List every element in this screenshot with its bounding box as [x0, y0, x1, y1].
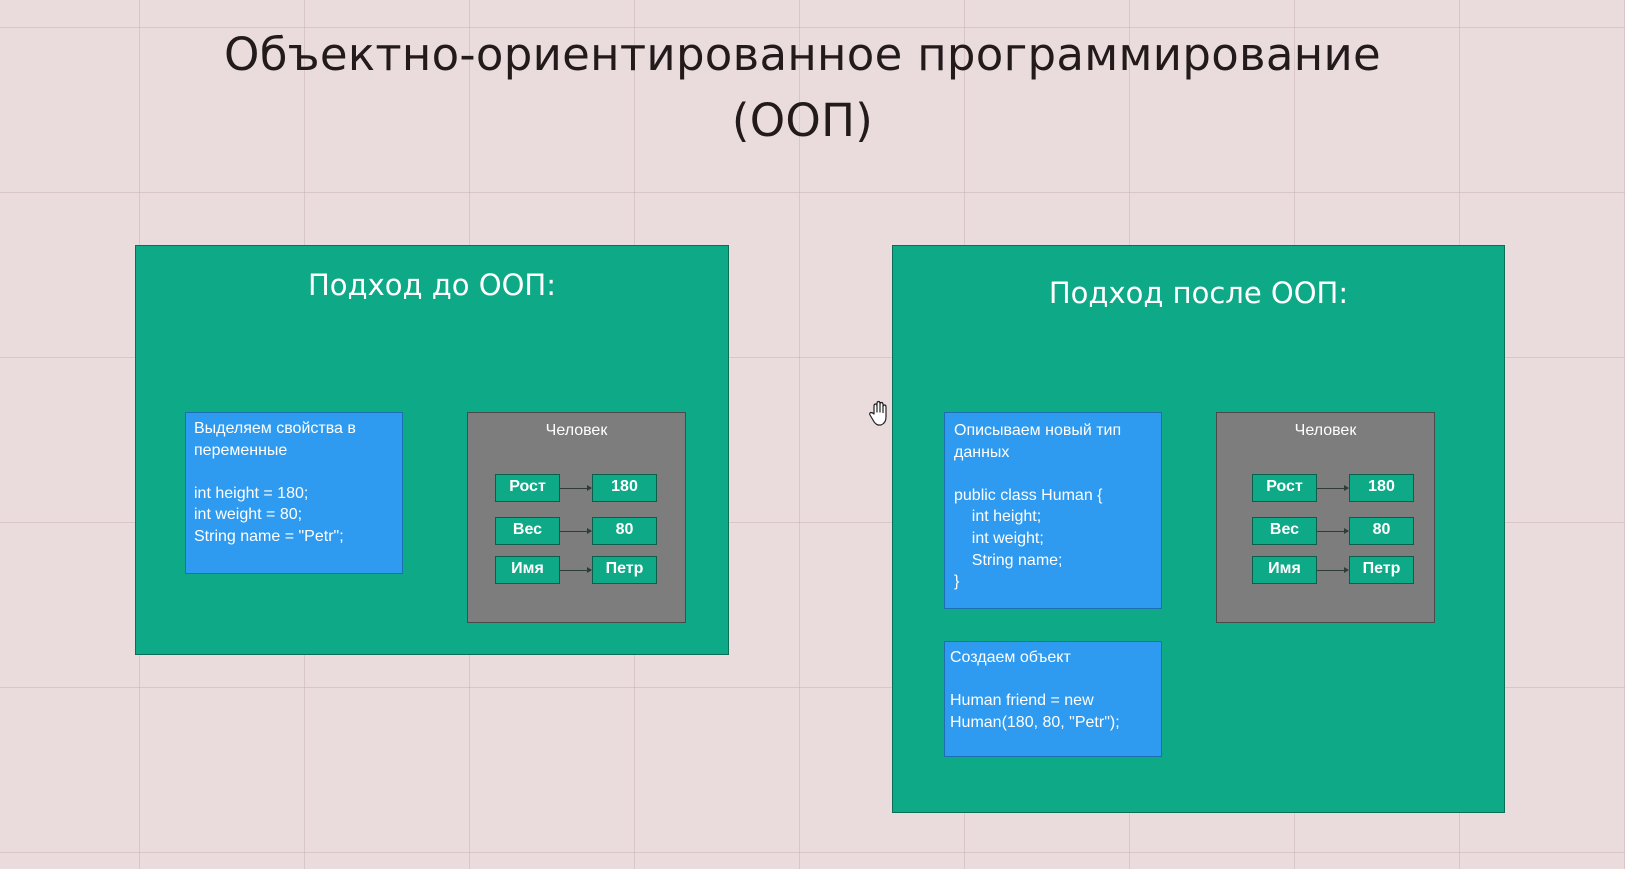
arrow-connector [560, 528, 592, 534]
field-value-weight: 80 [592, 517, 657, 545]
object-creation-note[interactable]: Создаем объект Human friend = new Human(… [944, 641, 1162, 757]
arrow-connector [1317, 485, 1349, 491]
panel-after-oop[interactable]: Подход после ООП: Описываем новый тип да… [892, 245, 1505, 813]
object-title: Человек [545, 422, 608, 439]
field-value-name: Петр [1349, 556, 1414, 584]
class-definition-note[interactable]: Описываем новый тип данных public class … [944, 412, 1162, 609]
panel-after-oop-title: Подход после ООП: [1048, 276, 1349, 310]
hand-cursor-icon [869, 400, 887, 426]
panel-before-oop-title: Подход до ООП: [307, 268, 556, 302]
page-title-line-2: (ООП) [731, 94, 874, 147]
field-value-height: 180 [1349, 474, 1414, 502]
field-value-name: Петр [592, 556, 657, 584]
panel-before-oop[interactable]: Подход до ООП: Выделяем свойства в перем… [135, 245, 729, 655]
arrow-connector [560, 485, 592, 491]
field-value-weight: 80 [1349, 517, 1414, 545]
field-key-weight: Вес [495, 517, 560, 545]
field-value-height: 180 [592, 474, 657, 502]
page-title: Объектно-ориентированное программировани… [0, 22, 1605, 154]
object-title: Человек [1294, 422, 1357, 439]
field-key-weight: Вес [1252, 517, 1317, 545]
variables-note[interactable]: Выделяем свойства в переменные int heigh… [185, 412, 403, 574]
page-title-line-1: Объектно-ориентированное программировани… [224, 28, 1381, 81]
human-object-after[interactable]: Человек Рост 180 Вес 80 Имя Петр [1216, 412, 1435, 623]
arrow-connector [1317, 528, 1349, 534]
field-key-height: Рост [495, 474, 560, 502]
arrow-connector [1317, 567, 1349, 573]
field-key-height: Рост [1252, 474, 1317, 502]
field-key-name: Имя [495, 556, 560, 584]
field-key-name: Имя [1252, 556, 1317, 584]
arrow-connector [560, 567, 592, 573]
human-object-before[interactable]: Человек Рост 180 Вес 80 Имя Петр [467, 412, 686, 623]
